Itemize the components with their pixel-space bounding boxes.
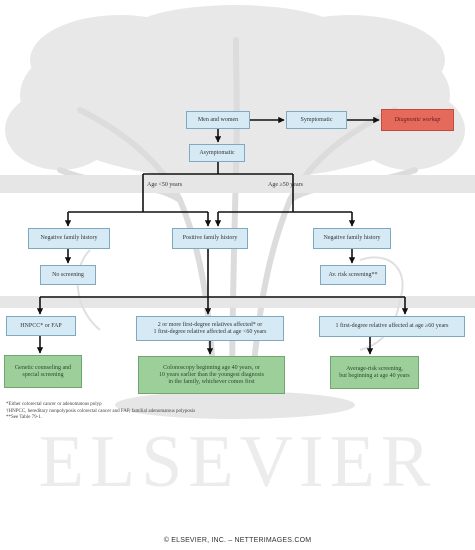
node-diagnostic-workup: Diagnostic workup bbox=[381, 109, 454, 131]
node-colonoscopy-age-40: Colonoscopy beginning age 40 years, or 1… bbox=[138, 356, 285, 394]
node-one-relative-60-plus: 1 first-degree relative affected at age … bbox=[319, 316, 465, 337]
copyright-credit: © ELSEVIER, INC. – NETTERIMAGES.COM bbox=[163, 537, 312, 544]
node-genetic-counseling-line1: Genetic counseling and bbox=[14, 364, 72, 371]
node-positive-family-history: Positive family history bbox=[172, 228, 248, 249]
node-two-or-more-line2: 1 first-degree relative affected at age … bbox=[153, 328, 267, 335]
node-no-screening: No screening bbox=[40, 265, 96, 285]
footnotes: *Either colorectal cancer or adenomatous… bbox=[6, 402, 466, 422]
node-negative-family-history-right: Negative family history bbox=[313, 228, 391, 249]
node-negative-family-history-left: Negative family history bbox=[28, 228, 110, 249]
node-men-and-women: Men and women bbox=[186, 111, 250, 129]
node-average-risk-40-line2: but beginning at age 40 years bbox=[339, 372, 410, 379]
node-average-risk-screening: Av. risk screening** bbox=[320, 265, 386, 285]
node-two-or-more-relatives: 2 or more first-degree relatives affecte… bbox=[136, 316, 284, 341]
node-average-risk-40-line1: Average-risk screening, bbox=[346, 365, 403, 372]
node-colonoscopy-line2: 10 years earlier than the youngest diagn… bbox=[159, 371, 264, 378]
node-colonoscopy-line3: in the family, whichever comes first bbox=[168, 378, 255, 385]
footnote-2: †HNPCC, hereditary nonpolyposis colorect… bbox=[6, 408, 196, 414]
node-two-or-more-line1: 2 or more first-degree relatives affecte… bbox=[157, 321, 263, 328]
node-symptomatic: Symptomatic bbox=[286, 111, 347, 129]
footnote-3: **See Table 79-1. bbox=[6, 415, 43, 420]
footnote-1: *Either colorectal cancer or adenomatous… bbox=[6, 402, 102, 407]
node-genetic-counseling-line2: special screening bbox=[22, 371, 64, 378]
label-age-under-50: Age <50 years bbox=[147, 182, 183, 188]
label-age-50-plus: Age ≥50 years bbox=[268, 182, 303, 188]
node-hnpcc-or-fap: HNPCC* or FAP bbox=[6, 316, 76, 336]
elsevier-watermark: ELSEVIER bbox=[38, 421, 437, 503]
node-genetic-counseling: Genetic counseling and special screening bbox=[4, 355, 82, 388]
node-colonoscopy-line1: Colonoscopy beginning age 40 years, or bbox=[163, 364, 260, 371]
node-average-risk-age-40: Average-risk screening, but beginning at… bbox=[330, 356, 419, 389]
node-asymptomatic: Asymptomatic bbox=[189, 144, 245, 162]
